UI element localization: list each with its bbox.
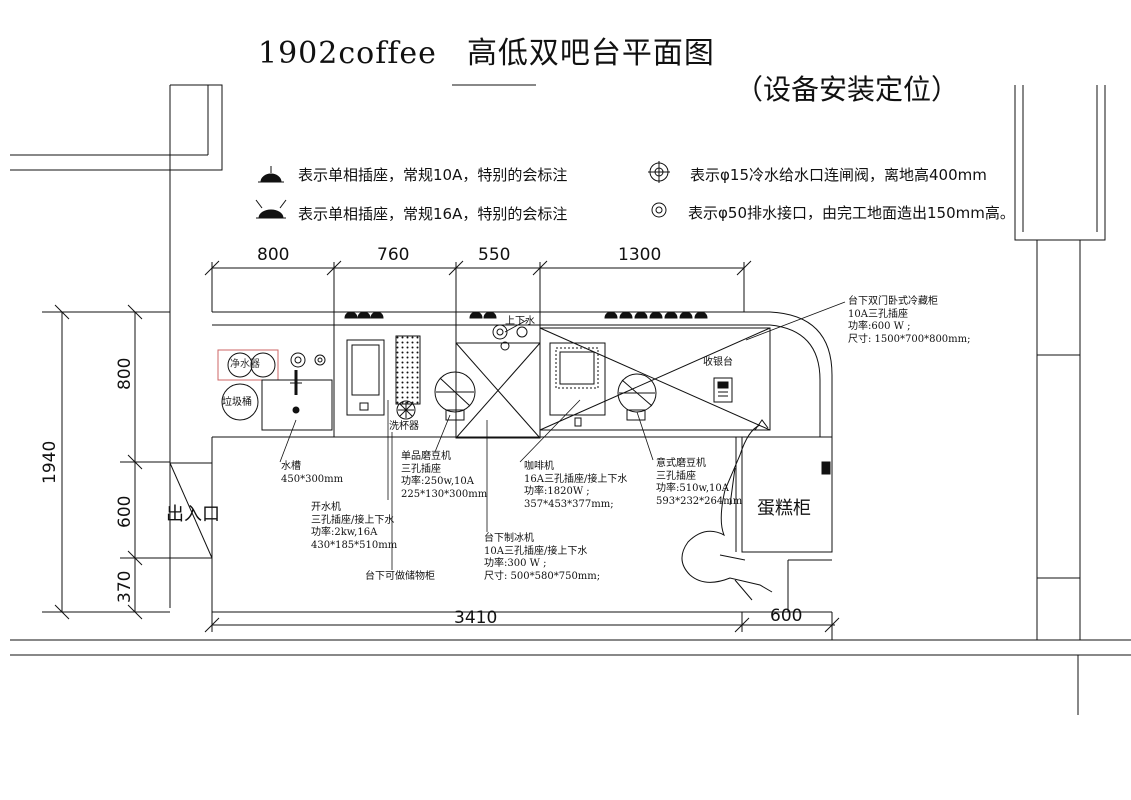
entrance-zone xyxy=(169,462,213,559)
ice-machine-note-line: 10A三孔插座/接上下水 xyxy=(484,545,588,557)
dim-bottom-2: 600 xyxy=(770,606,803,626)
coffee-machine-note-line: 357*453*377mm; xyxy=(524,498,614,510)
single-grinder-note: 单品磨豆机 三孔插座 功率:250w,10A 225*130*300mm xyxy=(401,451,487,501)
plan-title: 高低双吧台平面图 xyxy=(466,36,715,71)
fridge-note-line: 10A三孔插座 xyxy=(848,308,908,320)
storage-note: 台下可做储物柜 xyxy=(365,571,435,582)
single-grinder-icon xyxy=(434,371,476,413)
water-purifier-box xyxy=(217,349,279,381)
dim-left-2: 600 xyxy=(115,495,135,528)
boiler-note-line: 三孔插座/接上下水 xyxy=(311,514,395,526)
dim-top-3: 550 xyxy=(478,245,511,265)
drain-icon xyxy=(314,354,326,366)
plan-subtitle: （设备安装定位） xyxy=(735,73,960,106)
brand-name: 1902coffee xyxy=(258,36,437,71)
single-grinder-note-line: 单品磨豆机 xyxy=(401,451,451,462)
legend-socket-10a: 表示单相插座，常规10A，特别的会标注 xyxy=(298,166,568,184)
cashier-terminal-icon xyxy=(713,377,733,403)
ice-machine-note: 台下制冰机 10A三孔插座/接上下水 功率:300 W ; 尺寸: 500*58… xyxy=(484,533,600,583)
dimension-lines-left xyxy=(42,304,170,620)
dimension-lines-top xyxy=(204,260,752,312)
ice-machine-note-line: 功率:300 W ; xyxy=(484,558,547,569)
entrance-label: 出入口 xyxy=(166,504,220,525)
coffee-machine-note-line: 功率:1820W ; xyxy=(524,486,590,497)
socket-markers xyxy=(344,311,708,351)
legend-valve: 表示φ15冷水给水口连闸阀，离地高400mm xyxy=(690,166,987,184)
legend-drain: 表示φ50排水接口，由完工地面造出150mm高。 xyxy=(688,204,1015,222)
coffee-machine-note: 咖啡机 16A三孔插座/接上下水 功率:1820W ; 357*453*377m… xyxy=(524,461,627,511)
cake-cabinet-label: 蛋糕柜 xyxy=(757,498,811,519)
espresso-grinder-note-line: 意式磨豆机 xyxy=(656,458,706,469)
valve-icon xyxy=(290,352,306,368)
dim-top-4: 1300 xyxy=(618,245,662,265)
fridge-note-line: 功率:600 W ; xyxy=(848,321,911,332)
cake-cabinet-outline xyxy=(735,436,833,640)
single-grinder-note-line: 三孔插座 xyxy=(401,463,441,475)
legend-socket-16a: 表示单相插座，常规16A，特别的会标注 xyxy=(298,205,568,223)
cup-washer-column xyxy=(395,335,421,405)
boiler-unit xyxy=(346,339,385,416)
sink-note-line: 水槽 xyxy=(281,461,301,472)
water-inout-tag: 上下水 xyxy=(505,316,535,327)
ice-machine-note-line: 尺寸: 500*580*750mm; xyxy=(484,570,601,582)
socket-16a-icon xyxy=(258,209,284,219)
walls xyxy=(10,84,1131,715)
single-grinder-note-line: 225*130*300mm xyxy=(401,488,488,500)
ice-machine-note-line: 台下制冰机 xyxy=(484,533,534,544)
cabinet-handle-icon xyxy=(821,461,831,475)
page-title: 1902coffee 高低双吧台平面图 xyxy=(258,28,715,72)
dim-top-1: 800 xyxy=(257,245,290,265)
coffee-machine-note-line: 咖啡机 xyxy=(524,461,554,472)
dim-left-outer: 1940 xyxy=(40,440,60,484)
dim-top-2: 760 xyxy=(377,245,410,265)
leader-lines xyxy=(279,301,846,570)
cup-washer-tag: 洗杯器 xyxy=(389,421,419,432)
coffee-machine-unit xyxy=(549,342,606,416)
barista-figure xyxy=(681,424,773,593)
drain-icon xyxy=(651,202,667,218)
fridge-note-line: 台下双门卧式冷藏柜 xyxy=(848,296,938,307)
espresso-grinder-note-line: 三孔插座 xyxy=(656,470,696,482)
espresso-grinder-note-line: 功率:510w,10A xyxy=(656,483,729,494)
coffee-machine-note-line: 16A三孔插座/接上下水 xyxy=(524,473,628,485)
espresso-grinder-note: 意式磨豆机 三孔插座 功率:510w,10A 593*232*264mm xyxy=(656,458,742,508)
cup-washer-icon xyxy=(396,400,416,420)
boiler-note-line: 功率:2kw,16A xyxy=(311,527,378,538)
fridge-note-line: 尺寸: 1500*700*800mm; xyxy=(848,333,971,345)
sink-note: 水槽 450*300mm xyxy=(281,461,343,486)
trash-bin-icon xyxy=(221,383,259,421)
fridge-note: 台下双门卧式冷藏柜 10A三孔插座 功率:600 W ; 尺寸: 1500*70… xyxy=(848,296,971,346)
dim-left-1: 800 xyxy=(115,357,135,390)
single-grinder-note-line: 功率:250w,10A xyxy=(401,476,474,487)
boiler-note: 开水机 三孔插座/接上下水 功率:2kw,16A 430*185*510mm xyxy=(311,502,397,552)
under-counter-fridge xyxy=(539,327,771,431)
dim-bottom-1: 3410 xyxy=(454,608,498,628)
dim-left-3: 370 xyxy=(115,570,135,603)
boiler-note-line: 开水机 xyxy=(311,502,341,513)
sink-note-line: 450*300mm xyxy=(281,473,344,485)
dimension-lines-bottom xyxy=(204,612,840,633)
trash-bin-tag: 垃圾桶 xyxy=(222,397,252,408)
boiler-note-line: 430*185*510mm xyxy=(311,539,398,551)
socket-10a-icon xyxy=(260,173,282,183)
cashier-tag: 收银台 xyxy=(703,357,733,368)
espresso-grinder-note-line: 593*232*264mm xyxy=(656,495,743,507)
water-purifier-tag: 净水器 xyxy=(230,359,260,370)
